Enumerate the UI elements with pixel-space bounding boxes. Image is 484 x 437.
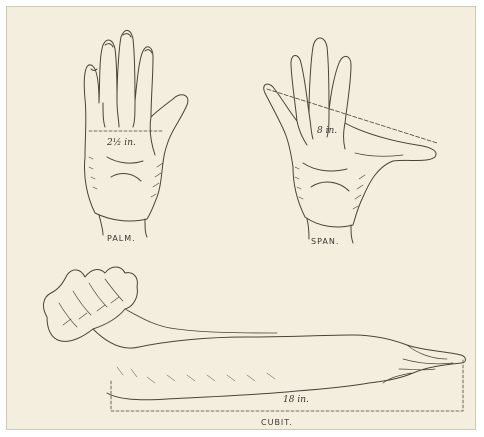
cubit-measurement: 18 in. bbox=[283, 395, 309, 405]
cubit-arm-drawing bbox=[44, 267, 466, 400]
span-measurement: 8 in. bbox=[317, 126, 337, 136]
illustration-plate: 2½ in. PALM. 8 in. SPAN. 18 in. CUBIT. bbox=[6, 6, 476, 430]
palm-caption: PALM. bbox=[107, 234, 136, 243]
span-caption: SPAN. bbox=[311, 237, 339, 246]
cubit-caption: CUBIT. bbox=[261, 418, 293, 427]
palm-measurement: 2½ in. bbox=[107, 138, 136, 148]
palm-hand-drawing bbox=[84, 30, 188, 237]
span-measure-line bbox=[267, 89, 437, 143]
engraving-art bbox=[7, 7, 477, 431]
span-hand-drawing bbox=[264, 38, 436, 243]
